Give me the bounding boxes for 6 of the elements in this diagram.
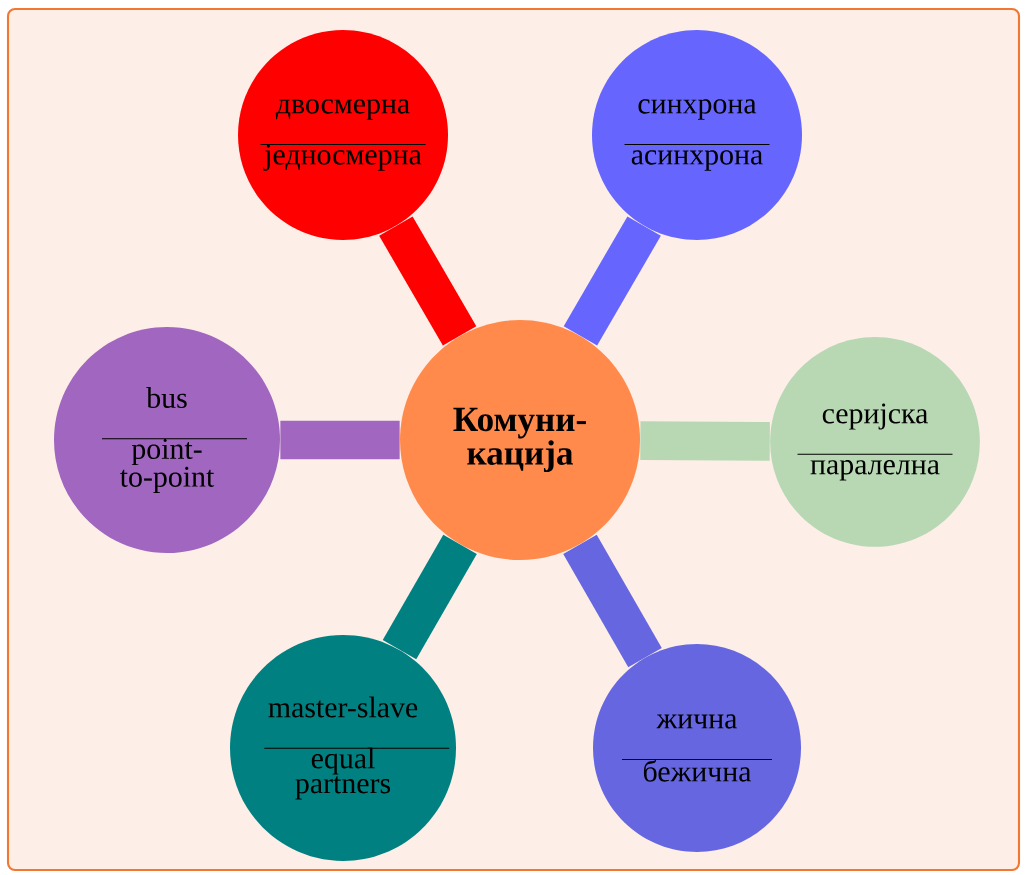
branch-connector [563,534,662,668]
branch-connector [563,216,661,346]
branch-connector [382,534,477,660]
branch-connector [379,216,477,346]
branch-connector [280,420,400,460]
branch-connector [640,421,770,461]
